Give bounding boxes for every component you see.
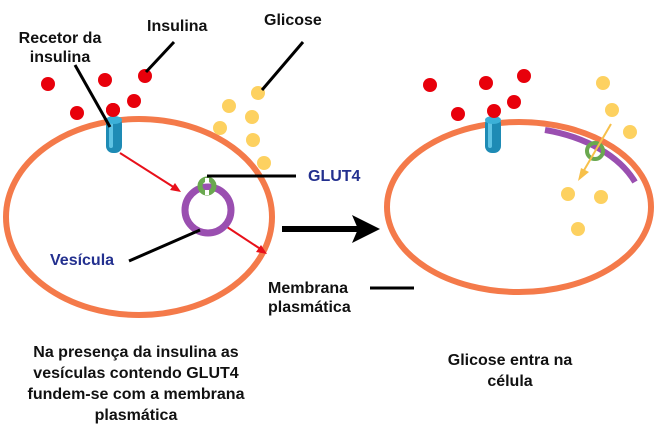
label-membrana-line2: plasmática (268, 299, 351, 316)
label-membrana: Membrana plasmática (268, 279, 351, 317)
signal-arrows (119, 152, 267, 254)
label-recetor-line1: Recetor da (18, 30, 102, 47)
insulin-molecules-left (41, 69, 152, 120)
glucose-entry-arrow (578, 123, 612, 181)
caption-left-line3: fundem-se com a membrana (27, 386, 245, 403)
label-membrana-line1: Membrana (268, 280, 349, 297)
glut4-transporter-right (585, 141, 605, 161)
caption-right: Glicose entra na célula (420, 350, 600, 392)
label-insulina: Insulina (147, 18, 208, 35)
transition-arrow (282, 215, 380, 243)
caption-left-line4: plasmática (94, 407, 178, 424)
label-glut4: GLUT4 (308, 168, 361, 185)
caption-left-line2: vesículas contendo GLUT4 (33, 365, 239, 382)
pointer-lines (73, 40, 414, 290)
insulin-receptor-right (485, 116, 501, 153)
right-cell-membrane (384, 119, 654, 295)
caption-right-line1: Glicose entra na (447, 352, 573, 369)
insulin-molecules-right (423, 69, 531, 121)
vesicle (181, 183, 235, 237)
label-recetor: Recetor da insulina (10, 29, 110, 67)
glucose-molecules-left (213, 86, 271, 170)
label-recetor-line2: insulina (29, 49, 91, 66)
label-vesicula: Vesícula (50, 252, 115, 269)
caption-left-line1: Na presença da insulina as (33, 344, 239, 361)
caption-right-line2: célula (487, 373, 533, 390)
glut4-transporter-left (197, 176, 217, 196)
caption-left: Na presença da insulina as vesículas con… (0, 342, 272, 426)
left-cell-membrane (3, 116, 275, 318)
fused-vesicle-membrane (544, 127, 638, 184)
label-glicose: Glicose (264, 12, 322, 29)
glucose-molecules-right (561, 76, 637, 236)
